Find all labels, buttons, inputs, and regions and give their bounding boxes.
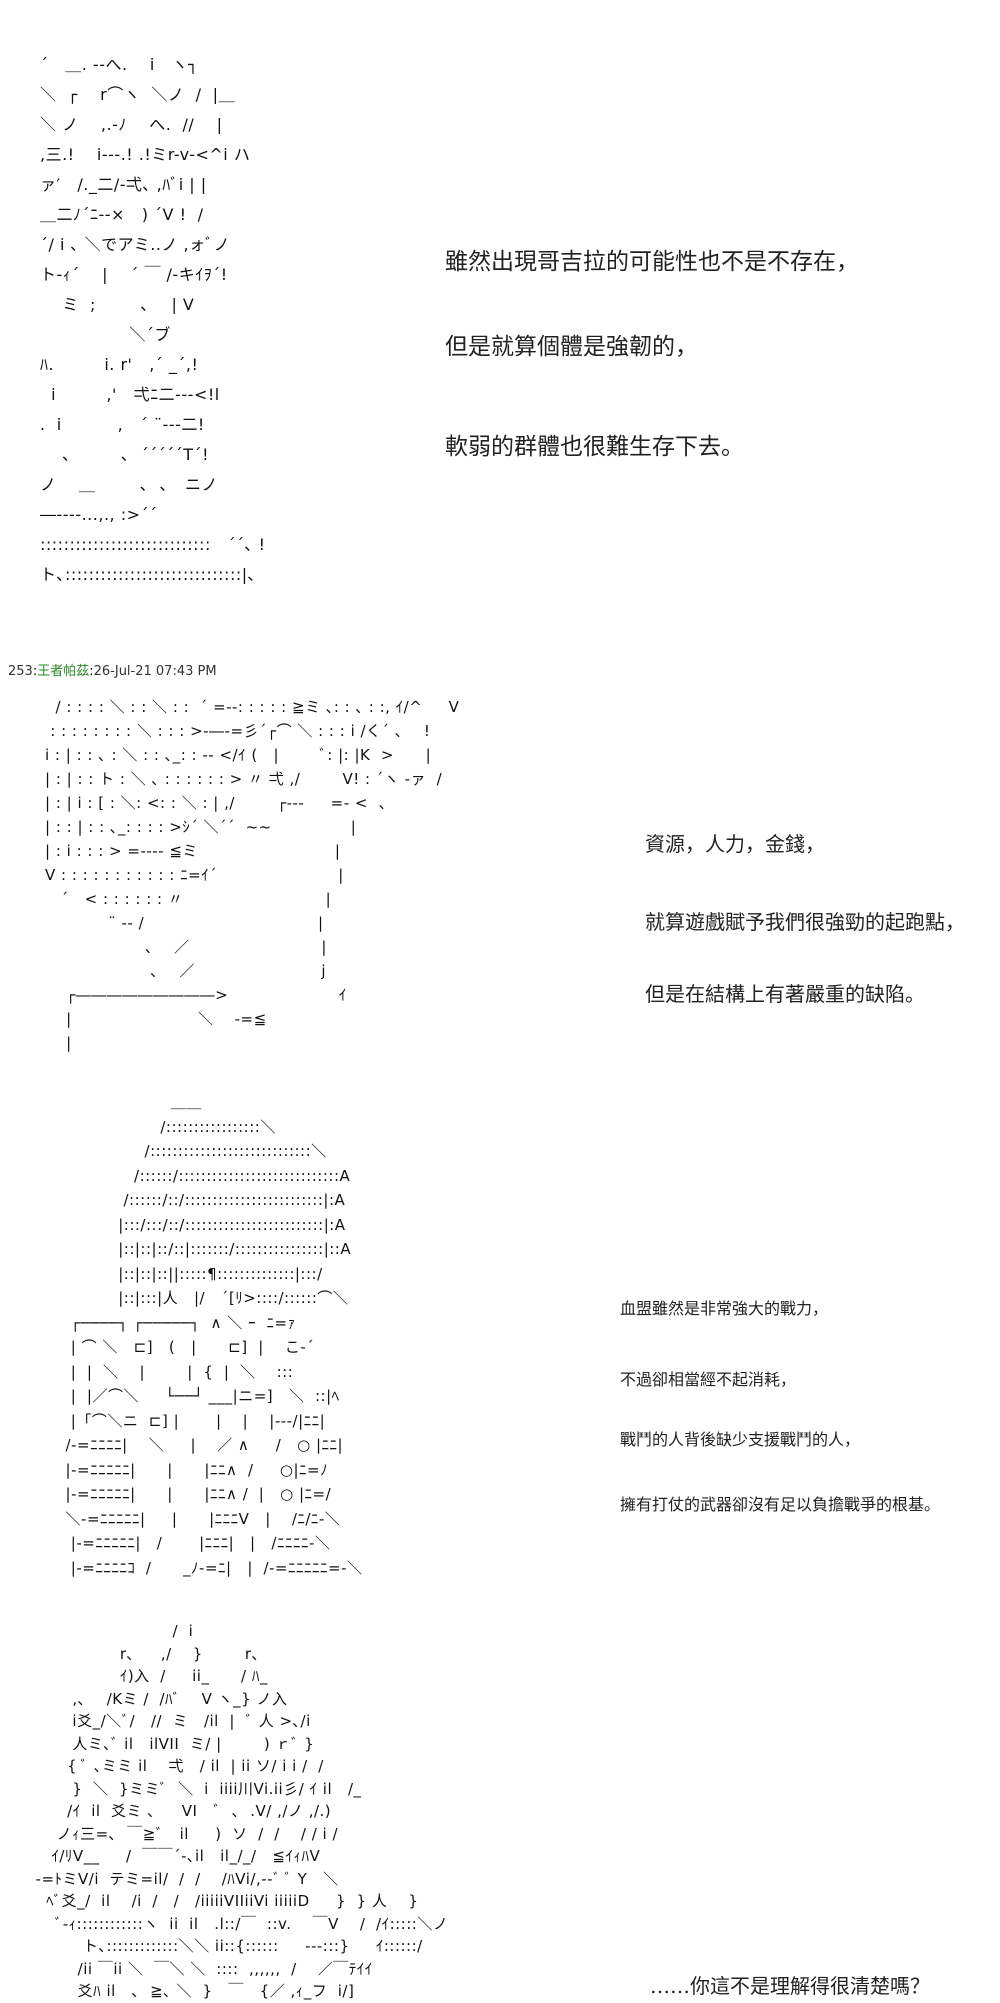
narration-line: 資源，人力，金錢， xyxy=(645,832,825,856)
ascii-art-line: i ,' 弌ﾆ二--‐<!l xyxy=(40,385,220,404)
ascii-art-line: | |／⌒＼ └──┘ ___|ニ=] ＼ ::|ﾍ xyxy=(55,1387,340,1405)
ascii-art-line: i : | : : ､ : ＼ : : ､_: : -‐ </ｲ ( | ﾞ: … xyxy=(45,746,432,764)
ascii-art-line: | : i : : : > =‐‐‐‐ ≦ミ | xyxy=(45,842,341,860)
narration-line: 就算遊戲賦予我們很強勁的起跑點， xyxy=(645,910,965,934)
ascii-art-line: ＼ ノ ,.-ﾉ へ. // | xyxy=(40,115,223,134)
narration-line: 軟弱的群體也很難生存下去。 xyxy=(445,434,744,460)
ascii-art-line: |::|::|::/::|:::::::/::::::::::::::::|::… xyxy=(55,1240,352,1258)
ascii-art-line: ﾊ. i. r' ,´ _´,! xyxy=(40,355,199,374)
ascii-art-line: ァ′ /._二/‐弌､ ,ﾊﾞi | | xyxy=(40,175,207,194)
ascii-art-line: ノｨ三=､ ￣≧ﾞ il ) ソ / / / / i / xyxy=(25,1824,339,1843)
ascii-art-line: |‐=ﾆﾆﾆﾆﾆ| | |ﾆﾆ∧ / ○|ﾆ=ﾉ xyxy=(55,1460,329,1479)
ascii-art-line: ﾍﾞ爻_/ il /i / / /iiiiiVIIiiVi iiiiiD } }… xyxy=(25,1892,419,1910)
ascii-art-line: ＿二ﾉ´ﾆ-‐× ) ´V ! / xyxy=(40,205,204,224)
ascii-art-line: { ﾞ ､ミミ il 弌 / il | ii ソ/ i i / / xyxy=(25,1757,324,1775)
ascii-art-line: / i xyxy=(25,1622,194,1640)
ascii-art-line: i爻_/＼ﾞ/ // ミ /il | ﾞ 人 >､/i xyxy=(25,1712,311,1730)
ascii-art-line: V : : : : : : : : : : : ﾆ=ｲ´ | xyxy=(45,866,344,884)
ascii-art-line: |:::/:::/::/:::::::::::::::::::::::::|:A xyxy=(55,1215,346,1234)
post-header: 253:王者帕茲:26-Jul-21 07:43 PM xyxy=(8,660,217,679)
ascii-art-line: : : : : : : : : ＼ : : : >‐―‐=彡´┌⌒ ＼ : : … xyxy=(45,722,431,740)
ascii-art-line: ｲ/ﾘV__ / ￣￣´‐､il il_/_/ ≦ｲｨﾊV xyxy=(25,1847,321,1865)
ascii-art-line: |‐=ﾆﾆﾆﾆﾆ| | |ﾆﾆ∧ / | ○ |ﾆ=/ xyxy=(55,1485,332,1503)
ascii-art-line: ト-ｨ´ | ´ ￣ /‐キｲｦ´! xyxy=(40,265,228,284)
narration-line: 但是在結構上有著嚴重的缺陷。 xyxy=(645,982,925,1006)
ascii-art-line: r､ ,/ } r､ xyxy=(25,1644,260,1663)
ascii-art-line: ＼ ┌ r⌒ヽ ＼ノ / |＿ xyxy=(40,85,236,104)
ascii-art-line: ,三.! i--‐.! .!ミr-v-<^i ハ xyxy=(40,145,251,164)
ascii-art-line: ＼´ブ xyxy=(40,325,171,344)
ascii-art-line: ト､:::::::::::::＼＼ ii::{:::::: ‐--:::} ｲ:… xyxy=(25,1937,423,1955)
ascii-art-line: | : | : : ト : ＼ ､ : : : : : : > 〃 弌 ,/ V… xyxy=(45,770,443,788)
ascii-art-panel-1: ´ ＿. -‐へ. i ヽ┐ ＼ ┌ r⌒ヽ ＼ノ / |＿ ＼ ノ ,.-ﾉ へ.… xyxy=(40,50,266,590)
ascii-art-line: | ＼ ‐=≦ xyxy=(45,1010,267,1028)
ascii-art-line: ´ < : : : : : : 〃 | xyxy=(45,890,332,908)
narration-line: 雖然出現哥吉拉的可能性也不是不存在， xyxy=(445,249,859,275)
ascii-art-line: ､ ／ | xyxy=(45,938,327,956)
narration-line: ……你這不是理解得很清楚嗎？ xyxy=(650,1974,930,1998)
ascii-art-line: |::|::|::||:::::¶::::::::::::::|:::/ xyxy=(55,1264,323,1283)
ascii-art-line: -=ﾄミV/i テミ=il/ / / /ﾊVi/,-‐ﾞ ﾞ Y ＼ xyxy=(25,1869,339,1888)
ascii-art-line: /‐=ﾆﾆﾆﾆ| ＼ | ／ ∧ / ○ |ﾆﾆ| xyxy=(55,1436,344,1454)
ascii-art-line: ┌―――――――――> ｲ xyxy=(45,986,347,1004)
narration-line: 但是就算個體是強韌的， xyxy=(445,334,698,360)
ascii-art-line: /::::::/::/:::::::::::::::::::::::::|:A xyxy=(55,1191,346,1209)
ascii-art-line: } ＼ }ミミﾞ ＼ i iiii川Vi.ii彡/ ｲ il /_ xyxy=(25,1779,362,1798)
ascii-art-line: ､ ／ j xyxy=(45,962,327,980)
ascii-art-line: . i , ´ ¨--‐二! xyxy=(40,415,205,434)
ascii-art-line: |::|:::|人 |/ ´[ﾘ>::::/::::::⌒＼ xyxy=(55,1289,349,1307)
ascii-art-line: | : : | : : ､_: : : : >ｼ´ ＼´´ ~~ | xyxy=(45,818,357,836)
ascii-art-line: 爻ﾊ il ､ ≧､ ＼ } ￣ {／ ,ｨ_フ i/] xyxy=(25,1982,355,2000)
ascii-art-line: ト､::::::::::::::::::::::::::::::|､ xyxy=(40,565,257,584)
separator: : xyxy=(89,664,94,679)
ascii-art-line: /ｲ il 爻ミ ､ VI ﾞ ､ .V/ ,/ノ ,/.) xyxy=(25,1802,332,1820)
post-number: 253 xyxy=(8,664,33,679)
ascii-art-line: ＿＿ xyxy=(55,1093,202,1111)
ascii-art-line: 人ミ､ﾞ il ilVII ミ/ | ) ｒﾞ } xyxy=(25,1734,315,1753)
ascii-art-line: /ii ￣ii ＼ ￣＼ ＼ :::: ,,,,,, / ／￣ﾃｲｲ xyxy=(25,1959,373,1978)
ascii-art-line: ｲ)入 / ii_ / ﾊ_ xyxy=(25,1667,268,1685)
ascii-art-line: ´ ＿. -‐へ. i ヽ┐ xyxy=(40,55,199,74)
narration-line: 擁有打仗的武器卻沒有足以負擔戰爭的根基。 xyxy=(620,1495,941,1514)
ascii-art-line: ミ ; ､ | V xyxy=(40,295,195,314)
narration-line: 血盟雖然是非常強大的戰力， xyxy=(620,1299,829,1318)
ascii-art-line: ―‐‐‐‐...,., :>´´ xyxy=(40,505,158,524)
ascii-art-line: |「⌒＼ニ ⊏] | | | |‐‐‐/|ﾆﾆ| xyxy=(55,1411,326,1430)
separator: : xyxy=(32,664,38,679)
ascii-art-line: ＼‐=ﾆﾆﾆﾆﾆ| | |ﾆﾆﾆV | /ﾆ/ﾆ‐＼ xyxy=(55,1509,341,1528)
ascii-art-line: ,､ /Kミ / /ﾊﾞ V ヽ_} ノ入 xyxy=(25,1689,288,1708)
ascii-art-line: /:::::::::::::::::::::::::::::＼ xyxy=(55,1142,327,1160)
ascii-art-line: ノ ＿ ､ ､ ニノ xyxy=(40,475,218,494)
ascii-art-line: ´/ i ､ ＼でアミ..ノ ,ォﾞノ xyxy=(40,235,231,254)
ascii-art-line: |‐=ﾆﾆﾆﾆﾆ| / |ﾆﾆﾆ| | /ﾆﾆﾆﾆ‐＼ xyxy=(55,1534,331,1552)
ascii-art-panel-2: / : : : : ＼ : : ＼ : : ´ =‐-: : : : : ≧ミ … xyxy=(45,695,459,1055)
ascii-art-line: /:::::::::::::::::＼ xyxy=(55,1117,276,1136)
ascii-art-line: ､ ､ ´´´´´T´! xyxy=(40,445,209,464)
ascii-art-line: | | ＼ | | { | ＼ ::: xyxy=(55,1362,294,1381)
ascii-art-line: /::::::/:::::::::::::::::::::::::::::A xyxy=(55,1166,351,1185)
ascii-art-line: ┌────┐ ┌─────┐ ∧ ＼ ｰ ﾆ=ｧ xyxy=(55,1313,296,1332)
ascii-art-line: |‐=ﾆﾆﾆﾆｺ / _ﾉ‐=ﾆ| | /‐=ﾆﾆﾆﾆﾆ=‐＼ xyxy=(55,1558,363,1577)
narration-line: 不過卻相當經不起消耗， xyxy=(620,1370,797,1389)
post-author[interactable]: 王者帕茲 xyxy=(37,664,90,679)
ascii-art-line: ﾞ‐ｨ::::::::::::ヽ ii il .l::/￣ ::v. ￣V / … xyxy=(25,1914,449,1933)
ascii-art-line: ¨ ‐‐ / | xyxy=(45,914,324,932)
ascii-art-line: | xyxy=(45,1034,72,1052)
ascii-art-line: | : | i : [ : ＼: <: : ＼ : | ,/ ┌‐‐‐ =‐ <… xyxy=(45,794,395,812)
ascii-art-panel-3: ＿＿ /:::::::::::::::::＼ /::::::::::::::::… xyxy=(55,1090,362,1580)
ascii-art-panel-4: / i r､ ,/ } r､ ｲ)入 / ii_ / ﾊ_ ,､ /Kミ / /… xyxy=(25,1620,448,2003)
post-date: 26-Jul-21 07:43 PM xyxy=(93,664,217,679)
ascii-art-line: | ⌒ ＼ ⊏] ( | ⊏] | こ‐´ xyxy=(55,1338,315,1356)
ascii-art-line: ::::::::::::::::::::::::::::: ´´､ ! xyxy=(40,535,266,554)
narration-line: 戰鬥的人背後缺少支援戰鬥的人， xyxy=(620,1430,861,1449)
ascii-art-line: / : : : : ＼ : : ＼ : : ´ =‐-: : : : : ≧ミ … xyxy=(45,698,460,716)
